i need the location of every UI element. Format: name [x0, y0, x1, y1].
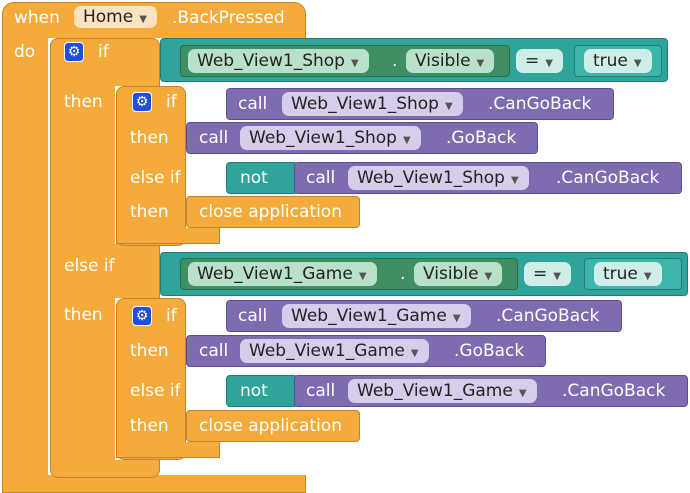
chevron-down-icon[interactable]: ▼ [452, 313, 461, 324]
close-application-block-shop[interactable] [186, 196, 360, 228]
gear-icon[interactable]: ⚙ [64, 42, 84, 62]
call-component-label: Web_View1_Game [249, 341, 405, 361]
close-application-block-game[interactable] [186, 410, 360, 442]
call-component-label: Web_View1_Shop [249, 128, 397, 148]
gear-icon[interactable]: ⚙ [132, 306, 152, 326]
outer-if-label: if [98, 42, 109, 62]
getter-property-dropdown-shop[interactable]: Visible ▼ [406, 49, 495, 73]
chevron-down-icon[interactable]: ▼ [553, 271, 561, 282]
getter-dot: . [392, 51, 398, 71]
inner-shop-then2-label: then [130, 202, 169, 222]
compare-operator-label: = [525, 51, 540, 71]
inner-if-block-shop[interactable] [116, 86, 186, 246]
chevron-down-icon[interactable]: ▼ [633, 58, 642, 69]
chevron-down-icon[interactable]: ▼ [545, 58, 553, 69]
chevron-down-icon[interactable]: ▼ [510, 175, 519, 186]
compare-operator-dropdown-1[interactable]: =▼ [516, 49, 563, 73]
call-component-label: Web_View1_Game [357, 381, 513, 401]
event-component-label: Home [83, 7, 134, 27]
call-label: call [238, 306, 268, 326]
compare-operator-label: = [533, 264, 548, 284]
chevron-down-icon[interactable]: ▼ [476, 58, 485, 69]
call-component-label: Web_View1_Shop [291, 94, 439, 114]
inner-game-elseif-label: else if [130, 381, 181, 401]
getter-property-label: Visible [415, 51, 471, 71]
call-method-label: .CanGoBack [496, 306, 600, 326]
chevron-down-icon[interactable]: ▼ [139, 14, 147, 25]
boolean-value-label: true [593, 51, 628, 71]
inner-if-shop-tail [116, 228, 220, 244]
call-method-label: .GoBack [454, 341, 525, 361]
call-label: call [306, 381, 336, 401]
outer-elseif-label: else if [64, 256, 115, 276]
gear-icon[interactable]: ⚙ [132, 92, 152, 112]
not-block-game[interactable] [226, 375, 298, 407]
outer-then-label: then [64, 92, 103, 112]
call-label: call [199, 128, 229, 148]
event-component-dropdown[interactable]: Home ▼ [74, 6, 157, 28]
inner-shop-then-label: then [130, 128, 169, 148]
getter-dot: . [400, 264, 406, 284]
inner-if-game-tail [116, 442, 220, 458]
boolean-value-label: true [603, 264, 638, 284]
inner-shop-if-label: if [166, 92, 177, 112]
call-method-label: .CanGoBack [488, 94, 592, 114]
getter-component-dropdown-game[interactable]: Web_View1_Game ▼ [188, 262, 377, 286]
call-component-dropdown[interactable]: Web_View1_Shop ▼ [282, 92, 463, 116]
call-label: call [306, 168, 336, 188]
inner-shop-elseif-label: else if [130, 168, 181, 188]
getter-property-dropdown-game[interactable]: Visible ▼ [414, 262, 503, 286]
call-component-label: Web_View1_Game [291, 306, 447, 326]
event-do-label: do [14, 42, 36, 62]
chevron-down-icon[interactable]: ▼ [484, 271, 493, 282]
call-component-dropdown[interactable]: Web_View1_Shop ▼ [348, 166, 529, 190]
inner-game-then2-label: then [130, 416, 169, 436]
compare-operator-dropdown-2[interactable]: =▼ [524, 262, 571, 286]
close-application-label: close application [199, 202, 342, 222]
call-label: call [238, 94, 268, 114]
boolean-dropdown-2[interactable]: true ▼ [594, 262, 662, 286]
inner-if-block-game[interactable] [116, 298, 186, 460]
call-method-label: .CanGoBack [562, 381, 666, 401]
getter-component-label: Web_View1_Shop [197, 51, 345, 71]
chevron-down-icon[interactable]: ▼ [518, 388, 527, 399]
event-when-label: when [14, 8, 60, 28]
call-component-dropdown[interactable]: Web_View1_Game ▼ [348, 379, 537, 403]
chevron-down-icon[interactable]: ▼ [350, 58, 359, 69]
inner-game-if-label: if [166, 306, 177, 326]
boolean-dropdown-1[interactable]: true ▼ [584, 49, 652, 73]
call-method-label: .CanGoBack [556, 168, 660, 188]
call-component-dropdown[interactable]: Web_View1_Shop ▼ [240, 126, 421, 150]
getter-component-dropdown-shop[interactable]: Web_View1_Shop ▼ [188, 49, 369, 73]
chevron-down-icon[interactable]: ▼ [410, 348, 419, 359]
call-component-dropdown[interactable]: Web_View1_Game ▼ [240, 339, 429, 363]
inner-game-then-label: then [130, 341, 169, 361]
not-block-shop[interactable] [226, 162, 298, 194]
event-name-label: .BackPressed [172, 8, 285, 28]
call-method-label: .GoBack [446, 128, 517, 148]
call-component-label: Web_View1_Shop [357, 168, 505, 188]
chevron-down-icon[interactable]: ▼ [444, 101, 453, 112]
chevron-down-icon[interactable]: ▼ [402, 135, 411, 146]
not-label: not [240, 168, 268, 188]
getter-property-label: Visible [423, 264, 479, 284]
call-label: call [199, 341, 229, 361]
chevron-down-icon[interactable]: ▼ [358, 271, 367, 282]
chevron-down-icon[interactable]: ▼ [643, 271, 652, 282]
getter-component-label: Web_View1_Game [197, 264, 353, 284]
not-label: not [240, 381, 268, 401]
close-application-label: close application [199, 416, 342, 436]
call-component-dropdown[interactable]: Web_View1_Game ▼ [282, 304, 471, 328]
outer-then2-label: then [64, 305, 103, 325]
